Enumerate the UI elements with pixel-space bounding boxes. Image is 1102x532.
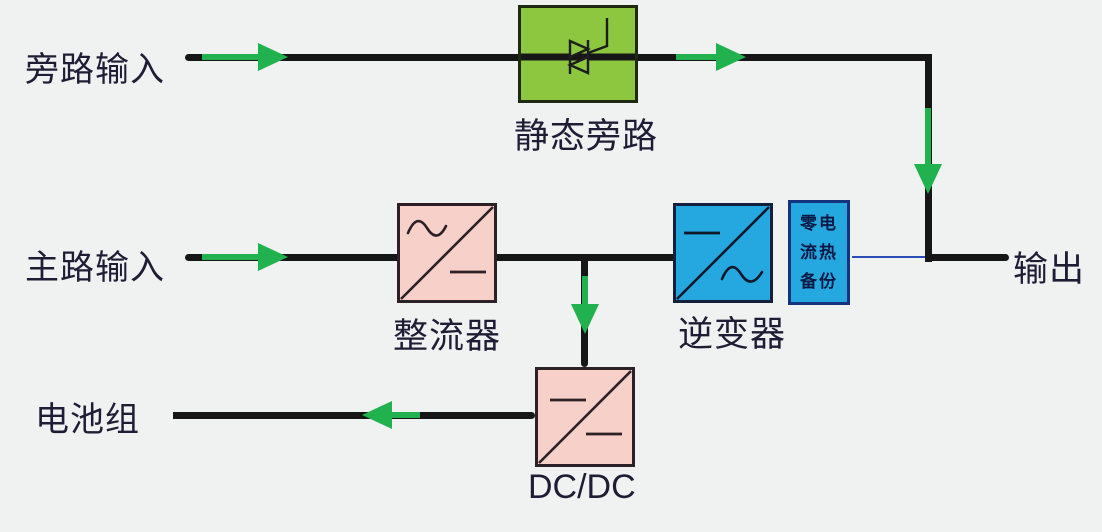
battery-line xyxy=(173,412,535,419)
output-label: 输出 xyxy=(1013,250,1086,289)
main-line-left xyxy=(185,254,397,261)
dcdc-box xyxy=(535,367,635,467)
flow-arrow-to-dcdc xyxy=(571,276,599,334)
flow-arrow-main-in xyxy=(202,243,288,271)
bypass-line-left xyxy=(185,54,518,61)
hot-backup-text-line2: 流热 xyxy=(800,243,838,262)
inverter-label: 逆变器 xyxy=(678,315,787,354)
bypass-line-right xyxy=(638,54,932,61)
triac-thyristor-icon xyxy=(521,18,635,75)
ac-to-dc-converter-icon xyxy=(400,206,494,300)
dc-to-dc-converter-icon xyxy=(538,370,632,464)
flow-arrow-to-battery xyxy=(362,401,420,429)
flow-arrow-bypass-down xyxy=(914,108,942,194)
output-line xyxy=(925,254,1009,261)
dc-to-ac-converter-icon xyxy=(676,206,770,300)
hot-backup-text-line3: 备份 xyxy=(800,272,838,291)
dcdc-label: DC/DC xyxy=(528,468,636,506)
main-input-label: 主路输入 xyxy=(25,249,165,287)
inverter-box xyxy=(673,203,773,303)
hot-backup-text-line1: 零电 xyxy=(800,214,838,233)
flow-arrow-bypass-out xyxy=(676,43,746,71)
flow-arrow-bypass-in xyxy=(202,43,288,71)
static-bypass-label: 静态旁路 xyxy=(514,117,659,156)
hot-backup-box: 零电 流热 备份 xyxy=(788,200,850,305)
battery-label: 电池组 xyxy=(35,401,140,439)
rectifier-label: 整流器 xyxy=(393,317,502,356)
rectifier-box xyxy=(397,203,497,303)
bypass-input-label: 旁路输入 xyxy=(25,51,165,89)
static-bypass-box xyxy=(518,5,638,103)
backup-output-connector xyxy=(852,256,925,258)
